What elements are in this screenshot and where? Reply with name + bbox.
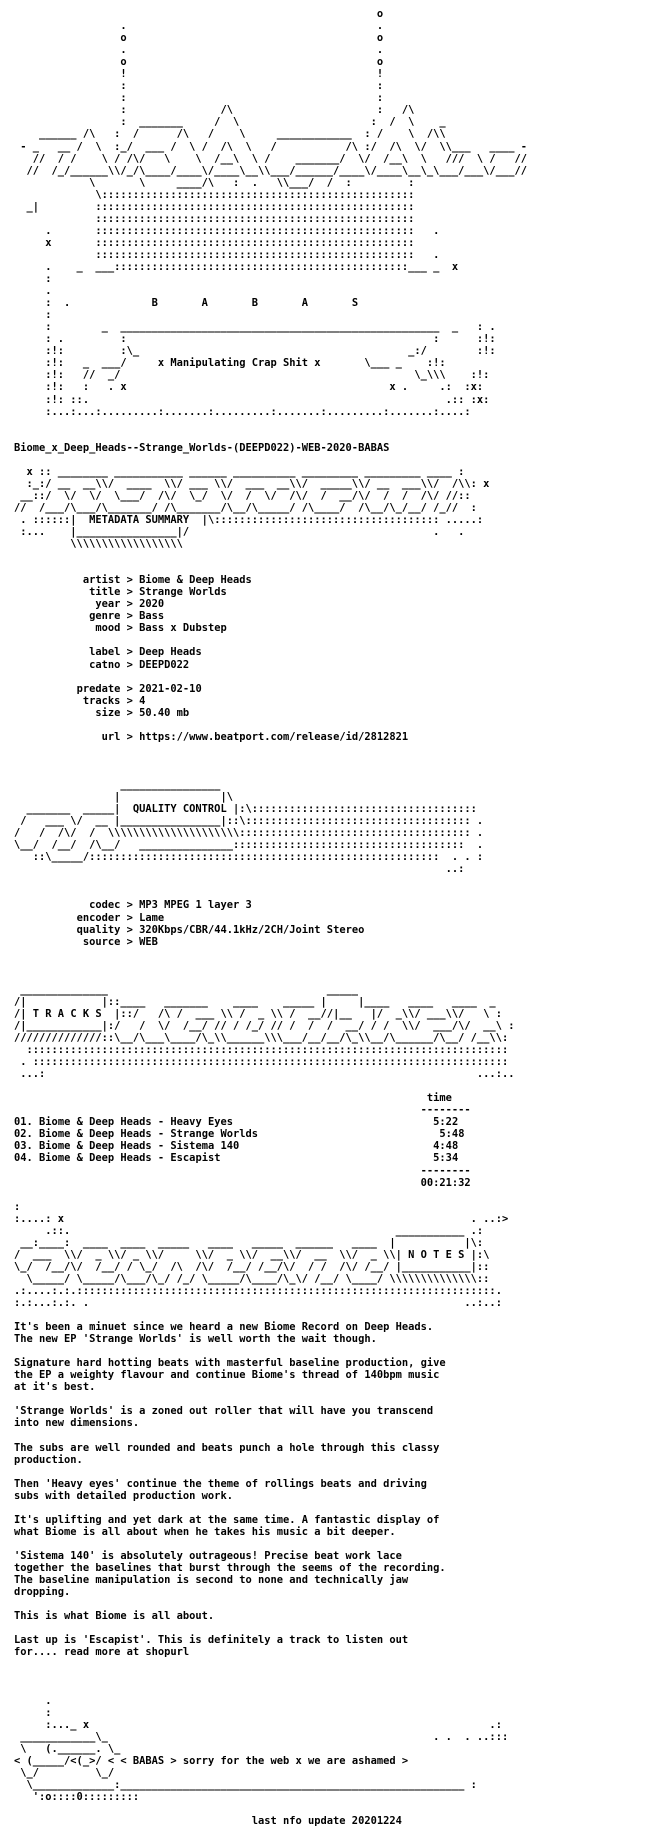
track-row: 01. Biome & Deep Heads - Heavy Eyes 5:22 [14, 1116, 458, 1128]
note-line: together the baselines that burst throug… [14, 1562, 446, 1575]
tracks-header-art: ______________ _____ /| |::____ _______ … [14, 983, 496, 1020]
meta-key: genre [70, 610, 121, 623]
track-time: 4:48 [433, 1140, 459, 1153]
note-line: dropping. [14, 1586, 71, 1599]
note-line: Last up is 'Escapist'. This is definitel… [14, 1634, 409, 1647]
footer-art: . : :..._ x .: ____________\_ . . . ..::… [20, 1694, 509, 1755]
meta-key: tracks [70, 694, 121, 707]
note-line: This is what Biome is all about. [14, 1610, 215, 1623]
note-line: The baseline manipulation is second to n… [14, 1574, 409, 1587]
metadata-header-art: x :: ________ ___________ ______ _______… [14, 465, 490, 526]
quality-header-art: ________________ | |\ _______ _____| [26, 779, 233, 816]
tracks-section-title: T R A C K S [32, 1007, 102, 1020]
notes-section-title: N O T E S [408, 1248, 465, 1261]
meta-mood: Bass x Dubstep [139, 622, 227, 635]
metadata-section-title: METADATA SUMMARY [89, 513, 190, 526]
note-line: at it's best. [14, 1381, 96, 1394]
track-name: Biome & Deep Heads - Strange Worlds [39, 1128, 258, 1141]
quality-list: codec > MP3 MPEG 1 layer 3 encoder > Lam… [70, 899, 365, 948]
quality-key: encoder [70, 911, 121, 924]
note-line: 'Sistema 140' is absolutely outrageous! … [14, 1550, 402, 1562]
total-time: 00:21:32 [420, 1176, 471, 1189]
meta-size: 50.40 mb [139, 706, 190, 719]
meta-tracks: 4 [139, 694, 146, 707]
meta-key: mood [70, 622, 121, 635]
total-time-block: -------- 00:21:32 [420, 1164, 471, 1189]
quality-section-title: QUALITY CONTROL [132, 803, 227, 816]
track-name: Biome & Deep Heads - Escapist [39, 1152, 221, 1165]
track-row: 04. Biome & Deep Heads - Escapist 5:34 [14, 1152, 458, 1164]
quality-source: WEB [139, 935, 158, 948]
meta-label: Deep Heads [139, 646, 202, 659]
note-line: subs with detailed production work. [14, 1489, 233, 1502]
meta-key: artist [70, 574, 121, 587]
footer-message-line: < (_____/<(_>/ < < BABAS > sorry for the… [14, 1754, 409, 1767]
meta-key: size [70, 706, 121, 719]
quality-quality: 320Kbps/CBR/44.1kHz/2CH/Joint Stereo [139, 923, 365, 936]
track-name: Biome & Deep Heads - Heavy Eyes [39, 1116, 233, 1129]
notes-body: It's been a minuet since we heard a new … [14, 1321, 446, 1658]
track-number: 03. [14, 1140, 33, 1153]
track-row: 02. Biome & Deep Heads - Strange Worlds … [14, 1128, 464, 1140]
quality-key: quality [70, 923, 121, 936]
note-line: It's uplifting and yet dark at the same … [14, 1513, 440, 1526]
meta-key: url [70, 730, 121, 743]
meta-artist: Biome & Deep Heads [139, 574, 252, 587]
babas-logo-art: o . . o o . . o [20, 8, 527, 310]
note-line: 'Strange Worlds' is a zoned out roller t… [14, 1405, 434, 1418]
meta-key: label [70, 646, 121, 659]
note-line: Then 'Heavy eyes' continue the theme of … [14, 1477, 427, 1490]
track-name: Biome & Deep Heads - Sistema 140 [39, 1140, 240, 1153]
meta-key: title [70, 586, 121, 599]
track-number: 04. [14, 1152, 33, 1165]
meta-catno: DEEPD022 [139, 658, 190, 671]
track-time: 5:22 [433, 1116, 459, 1129]
note-line: into new dimensions. [14, 1417, 140, 1430]
meta-key: catno [70, 658, 121, 671]
track-number: 01. [14, 1116, 33, 1129]
note-line: production. [14, 1453, 83, 1466]
note-line: the EP a weighty flavour and continue Bi… [14, 1369, 440, 1382]
track-time: 5:48 [439, 1128, 465, 1141]
track-time: 5:34 [433, 1152, 459, 1165]
quality-codec: MP3 MPEG 1 layer 3 [139, 899, 252, 912]
metadata-list: artist > Biome & Deep Heads title > Stra… [70, 574, 409, 743]
note-line: The subs are well rounded and beats punc… [14, 1441, 440, 1454]
release-name: Biome_x_Deep_Heads--Strange_Worlds-(DEEP… [14, 441, 390, 454]
meta-predate: 2021-02-10 [139, 682, 202, 695]
tagline: x Manipulating Crap Shit x [157, 357, 321, 370]
quality-key: codec [70, 899, 121, 912]
quality-key: source [70, 935, 121, 948]
note-line: what Biome is all about when he takes hi… [14, 1525, 396, 1538]
footer-message: < BABAS > sorry for the web x we are ash… [120, 1754, 409, 1767]
time-column-header: time -------- [420, 1092, 471, 1117]
meta-year: 2020 [139, 598, 165, 611]
track-number: 02. [14, 1128, 33, 1141]
note-line: Signature hard hotting beats with master… [14, 1357, 446, 1370]
track-row: 03. Biome & Deep Heads - Sistema 140 4:4… [14, 1140, 458, 1152]
meta-genre: Bass [139, 610, 165, 623]
meta-url[interactable]: https://www.beatport.com/release/id/2812… [139, 730, 409, 743]
last-update: last nfo update 20201224 [251, 1815, 402, 1828]
meta-key: predate [70, 682, 121, 695]
meta-title: Strange Worlds [139, 586, 227, 599]
meta-key: year [70, 598, 121, 611]
group-letters: B A B A S [151, 297, 359, 310]
note-line: It's been a minuet since we heard a new … [14, 1321, 434, 1334]
note-line: The new EP 'Strange Worlds' is well wort… [14, 1333, 377, 1346]
notes-header-art: : :....: x . ..:> .::. ___________ .: __… [14, 1200, 509, 1261]
quality-encoder: Lame [139, 911, 165, 924]
note-line: for.... read more at shopurl [14, 1646, 190, 1659]
